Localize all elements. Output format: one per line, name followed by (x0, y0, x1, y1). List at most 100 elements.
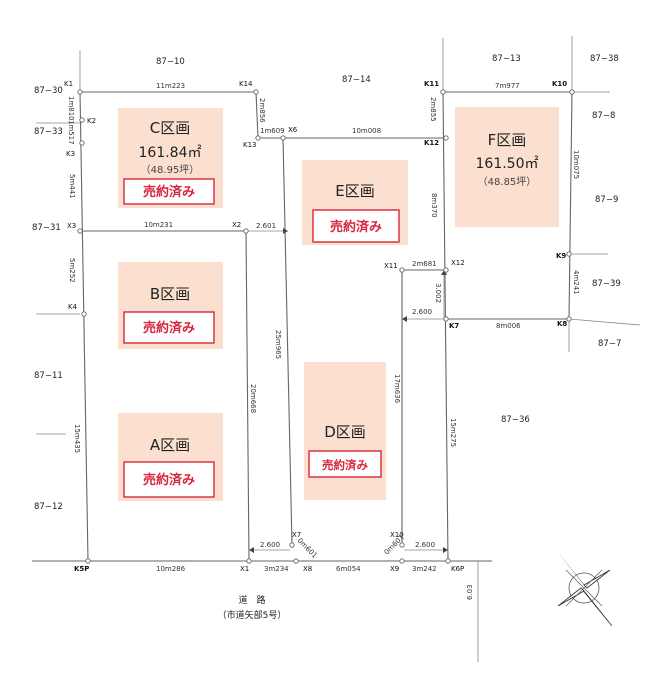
lot-c-tsubo: （48.95坪） (141, 163, 200, 176)
svg-text:20m668: 20m668 (249, 384, 257, 413)
lot-b-sold-label: 売約済み (143, 320, 195, 336)
svg-text:K8: K8 (557, 320, 567, 328)
svg-text:X7: X7 (292, 531, 301, 539)
svg-text:87−13: 87−13 (492, 54, 521, 64)
svg-text:X10: X10 (390, 531, 404, 539)
lot-b-label: B区画 (150, 285, 190, 303)
lot-c-area: 161.84㎡ (139, 145, 202, 161)
svg-text:25m965: 25m965 (274, 330, 282, 359)
offset-arrows (246, 228, 448, 553)
lot-a-sold-stamp (123, 461, 215, 498)
svg-text:15m275: 15m275 (449, 418, 457, 447)
svg-text:17m636: 17m636 (393, 374, 401, 404)
svg-text:87−38: 87−38 (590, 54, 619, 64)
svg-text:2.601: 2.601 (256, 222, 276, 230)
svg-text:2m855: 2m855 (429, 97, 437, 122)
svg-text:87−33: 87−33 (34, 127, 63, 137)
boundary-lines (32, 36, 641, 662)
svg-text:2m856: 2m856 (258, 98, 266, 123)
svg-text:6m054: 6m054 (336, 565, 361, 573)
svg-text:K2: K2 (87, 117, 96, 125)
lot-a-sold-label: 売約済み (143, 472, 195, 488)
svg-text:X1: X1 (240, 565, 249, 573)
svg-text:X2: X2 (232, 221, 241, 229)
svg-text:87−31: 87−31 (32, 223, 61, 233)
lot-f-block[interactable] (455, 107, 559, 227)
svg-text:87−7: 87−7 (598, 339, 621, 349)
lot-f-area: 161.50㎡ (476, 156, 539, 172)
svg-text:K13: K13 (243, 141, 257, 149)
svg-text:K5P: K5P (74, 565, 89, 573)
svg-text:K3: K3 (66, 150, 75, 158)
neighbor-lot-labels: 87−10 87−14 87−13 87−38 87−30 87−33 87−8… (32, 54, 621, 512)
lot-e-sold-label: 売約済み (330, 219, 382, 235)
svg-text:7m977: 7m977 (495, 82, 520, 90)
svg-text:4m241: 4m241 (572, 270, 580, 295)
svg-text:3m242: 3m242 (412, 565, 437, 573)
svg-text:8m006: 8m006 (496, 322, 521, 330)
svg-text:10m231: 10m231 (144, 221, 173, 229)
svg-text:10m075: 10m075 (572, 150, 580, 179)
lot-d-sold-stamp (308, 450, 382, 478)
lot-f-tsubo: （48.85坪） (478, 175, 537, 188)
svg-text:15m435: 15m435 (73, 424, 81, 453)
svg-text:5m441: 5m441 (68, 174, 76, 199)
svg-text:10m286: 10m286 (156, 565, 186, 573)
svg-text:87−14: 87−14 (342, 75, 371, 85)
lot-e-label: E区画 (335, 182, 374, 200)
svg-text:1m517: 1m517 (67, 120, 75, 145)
dimension-labels: 11m223 7m977 10m231 2.601 1m609 10m008 2… (67, 82, 580, 600)
svg-text:2.600: 2.600 (412, 308, 432, 316)
lot-f-label: F区画 (488, 131, 527, 149)
svg-text:87−30: 87−30 (34, 86, 63, 96)
svg-text:K10: K10 (552, 80, 567, 88)
svg-text:2.600: 2.600 (415, 541, 435, 549)
svg-text:87−12: 87−12 (34, 502, 63, 512)
svg-text:1m810: 1m810 (67, 96, 75, 121)
svg-text:K9: K9 (556, 252, 566, 260)
lot-c-sold-label: 売約済み (143, 184, 195, 200)
survey-point-markers (77, 89, 575, 564)
svg-text:2.600: 2.600 (260, 541, 280, 549)
svg-text:X8: X8 (303, 565, 312, 573)
road-name: 道 路 (238, 594, 265, 606)
lot-c-sold-stamp (123, 178, 215, 205)
svg-text:87−9: 87−9 (595, 195, 618, 205)
svg-text:0m601: 0m601 (296, 537, 319, 560)
svg-text:X12: X12 (451, 259, 465, 267)
svg-text:K4: K4 (68, 303, 78, 311)
svg-text:87−36: 87−36 (501, 415, 530, 425)
svg-text:10m008: 10m008 (352, 127, 381, 135)
svg-text:2m681: 2m681 (412, 260, 437, 268)
svg-text:5m252: 5m252 (68, 258, 76, 283)
svg-text:K11: K11 (424, 80, 439, 88)
survey-point-labels: K1 K2 K3 K4 K5P K6P K7 K8 K9 K10 K11 K12… (64, 80, 567, 573)
lot-d-label: D区画 (324, 423, 366, 441)
svg-text:K7: K7 (449, 322, 459, 330)
svg-text:X9: X9 (390, 565, 399, 573)
svg-text:3.002: 3.002 (434, 283, 442, 303)
svg-text:3m234: 3m234 (264, 565, 289, 573)
svg-text:X3: X3 (67, 222, 76, 230)
svg-text:K1: K1 (64, 80, 73, 88)
north-arrow-icon (556, 550, 613, 627)
lot-d-sold-label: 売約済み (322, 458, 368, 472)
svg-text:K12: K12 (424, 139, 439, 147)
lot-e-sold-stamp (312, 209, 400, 243)
lot-a-label: A区画 (150, 436, 190, 454)
svg-text:8m370: 8m370 (430, 193, 438, 218)
svg-text:87−39: 87−39 (592, 279, 621, 289)
svg-text:11m223: 11m223 (156, 82, 185, 90)
svg-text:X11: X11 (384, 262, 398, 270)
svg-text:X6: X6 (288, 126, 298, 134)
svg-text:87−10: 87−10 (156, 57, 185, 67)
svg-text:87−8: 87−8 (592, 111, 615, 121)
svg-text:87−11: 87−11 (34, 371, 63, 381)
svg-text:K6P: K6P (451, 565, 464, 573)
lot-b-sold-stamp (123, 311, 215, 344)
svg-text:K14: K14 (239, 80, 253, 88)
svg-text:1m609: 1m609 (260, 127, 285, 135)
svg-text:6.03: 6.03 (466, 584, 474, 600)
lot-c-label: C区画 (150, 119, 190, 137)
